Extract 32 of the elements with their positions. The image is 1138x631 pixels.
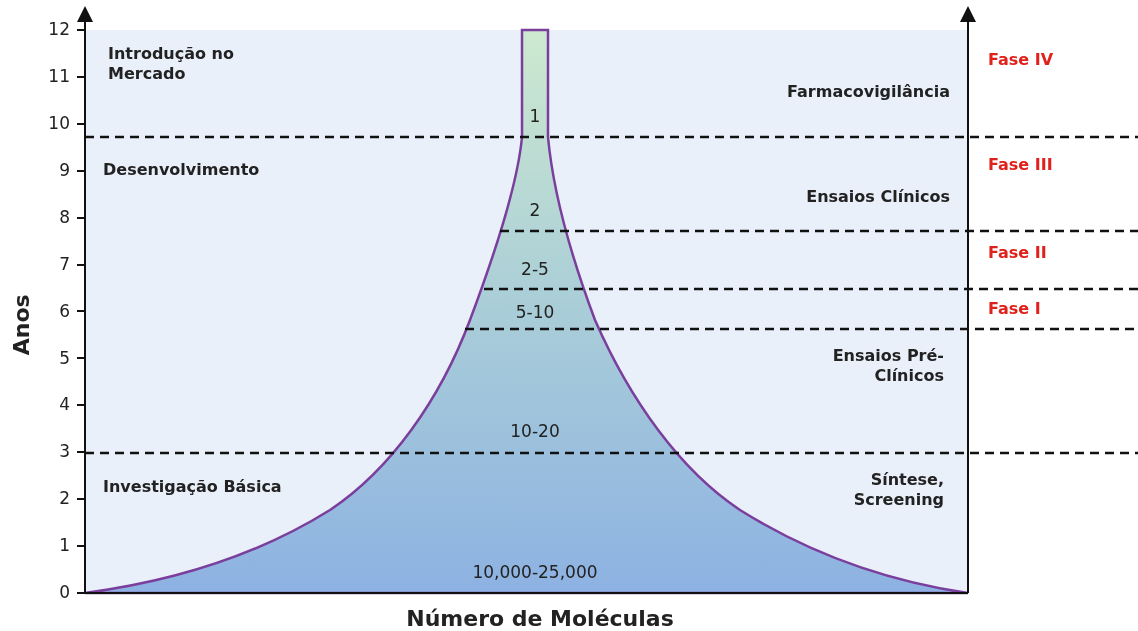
stage-label: Síntese, Screening <box>852 470 944 510</box>
tick-label: 12 <box>47 19 70 41</box>
stage-label: Desenvolvimento <box>103 160 261 180</box>
molecule-count: 5-10 <box>514 302 556 324</box>
tick-label: 2 <box>58 488 70 510</box>
tick-label: 3 <box>58 441 70 463</box>
phase-label: Fase I <box>988 299 1042 319</box>
stage-label: Farmacovigilância <box>786 82 950 102</box>
axis-title: Número de Moléculas <box>405 605 675 631</box>
tick-label: 6 <box>58 300 70 322</box>
tick-label: 11 <box>47 66 70 88</box>
tick-label: 8 <box>58 206 70 229</box>
stage-label: Ensaios Clínicos <box>805 187 950 207</box>
phase-label: Fase IV <box>988 50 1055 70</box>
molecule-count: 2 <box>528 200 542 222</box>
tick-label: 0 <box>58 582 70 604</box>
tick-label: 10 <box>47 113 70 135</box>
tick-label: 1 <box>58 535 70 557</box>
tick-label: 4 <box>58 394 70 416</box>
molecule-count: 2-5 <box>520 259 550 281</box>
molecule-count: 10-20 <box>509 421 561 443</box>
tick-label: 7 <box>58 253 70 275</box>
stage-label: Investigação Básica <box>103 477 283 497</box>
tick-label: 9 <box>58 159 70 182</box>
stage-label: Ensaios Pré-Clínicos <box>831 346 944 386</box>
molecule-count: 1 <box>528 106 542 128</box>
molecule-count: 10,000-25,000 <box>471 562 599 584</box>
tick-label: 5 <box>58 347 70 369</box>
phase-label: Fase II <box>988 243 1048 263</box>
stage-label: Introdução no Mercado <box>108 44 235 84</box>
axis-title: Anos <box>8 293 36 358</box>
phase-label: Fase III <box>988 155 1054 175</box>
